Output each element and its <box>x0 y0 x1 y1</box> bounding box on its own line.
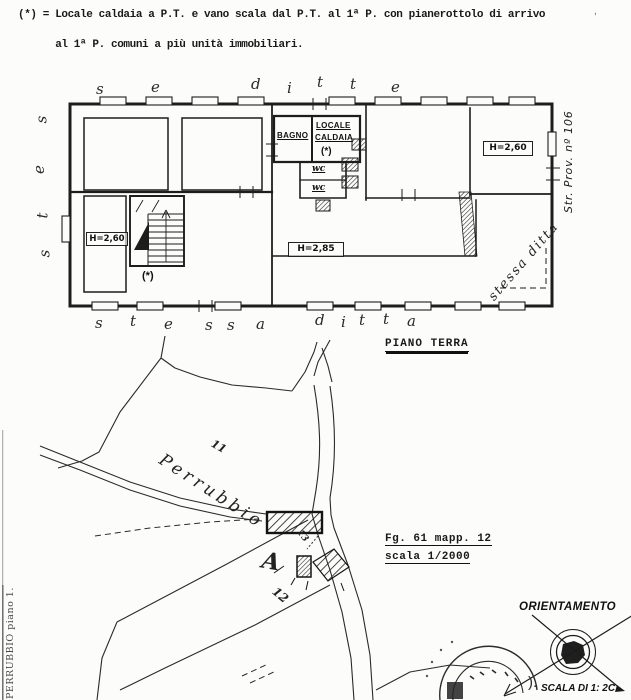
ring-letter-bottom-11: a <box>407 312 416 330</box>
ring-letter-bottom-9: t <box>359 311 366 329</box>
ring-letter-left-1: s <box>32 115 51 124</box>
stairwell <box>129 195 185 267</box>
fixtures-hatched <box>315 138 478 257</box>
map-reference-block: Fg. 61 mapp. 12 scala 1/2000 <box>385 528 492 564</box>
asterisk-room-label: (*) <box>321 146 332 157</box>
wc-label-1: wc <box>312 164 326 174</box>
ring-letter-bottom-6: a <box>256 315 265 333</box>
ring-letter-top-1: s <box>96 80 104 98</box>
street-label: Str. Prov. nº 106 <box>562 110 575 213</box>
ring-letter-bottom-5: s <box>227 316 235 334</box>
scan-speck: , <box>594 6 597 17</box>
map-ref-line1: Fg. 61 mapp. 12 <box>385 533 492 546</box>
scan-edge-line <box>2 430 4 700</box>
ring-letter-top-7: e <box>391 78 400 96</box>
stamp-paren-mark: ). <box>528 674 538 691</box>
ring-letter-bottom-1: s <box>95 314 103 332</box>
door-ticks <box>198 98 560 312</box>
orientation-label: ORIENTAMENTO <box>519 601 617 613</box>
ring-letter-left-2: e <box>29 165 48 174</box>
asterisk-stairs-label: (*) <box>142 270 154 282</box>
ring-letter-bottom-7: d <box>315 311 325 329</box>
stamp-partial <box>425 640 538 700</box>
site-map-dashed <box>94 518 319 684</box>
header-note-line1: (*) = Locale caldaia a P.T. e vano scala… <box>18 9 546 21</box>
ring-letter-bottom-10: t <box>383 310 390 328</box>
room-label-bagno: BAGNO <box>277 131 309 140</box>
compass-icon <box>503 614 631 697</box>
header-note: (*) = Locale caldaia a P.T. e vano scala… <box>18 8 545 53</box>
height-box-center: H=2,85 <box>288 242 344 257</box>
ring-letter-left-4: s <box>35 249 54 258</box>
ring-letter-bottom-2: t <box>130 312 137 330</box>
ring-letter-bottom-8: i <box>341 313 346 331</box>
corner-dashed-boundary <box>500 248 547 289</box>
scale-label: SCALA DI 1: 2C <box>541 683 616 694</box>
ring-letter-bottom-4: s <box>205 316 213 334</box>
wc-label-2: wc <box>312 183 326 193</box>
header-note-line2: al 1ª P. comuni a più unità immobiliari. <box>18 39 304 51</box>
room-label-caldaia: CALDAIA <box>315 133 354 142</box>
plan-caption: PIANO TERRA <box>385 338 469 352</box>
ring-letter-top-4: i <box>287 79 292 97</box>
room-label-locale: LOCALE <box>316 121 351 130</box>
height-box-left: H=2,60 <box>86 232 128 246</box>
ring-letter-bottom-3: e <box>164 315 173 333</box>
height-box-right: H=2,60 <box>483 141 533 156</box>
side-sheet-label: PERRUBBIO piano 1. <box>5 587 16 699</box>
ring-letter-left-3: t <box>33 212 52 219</box>
ring-letter-top-6: t <box>350 75 357 93</box>
map-buildings <box>265 510 350 592</box>
ring-letter-top-2: e <box>151 78 160 96</box>
window-sills <box>61 96 557 311</box>
ring-letter-top-5: t <box>317 73 324 91</box>
ring-letter-top-3: d <box>251 75 261 93</box>
map-ref-line2: scala 1/2000 <box>385 551 471 564</box>
